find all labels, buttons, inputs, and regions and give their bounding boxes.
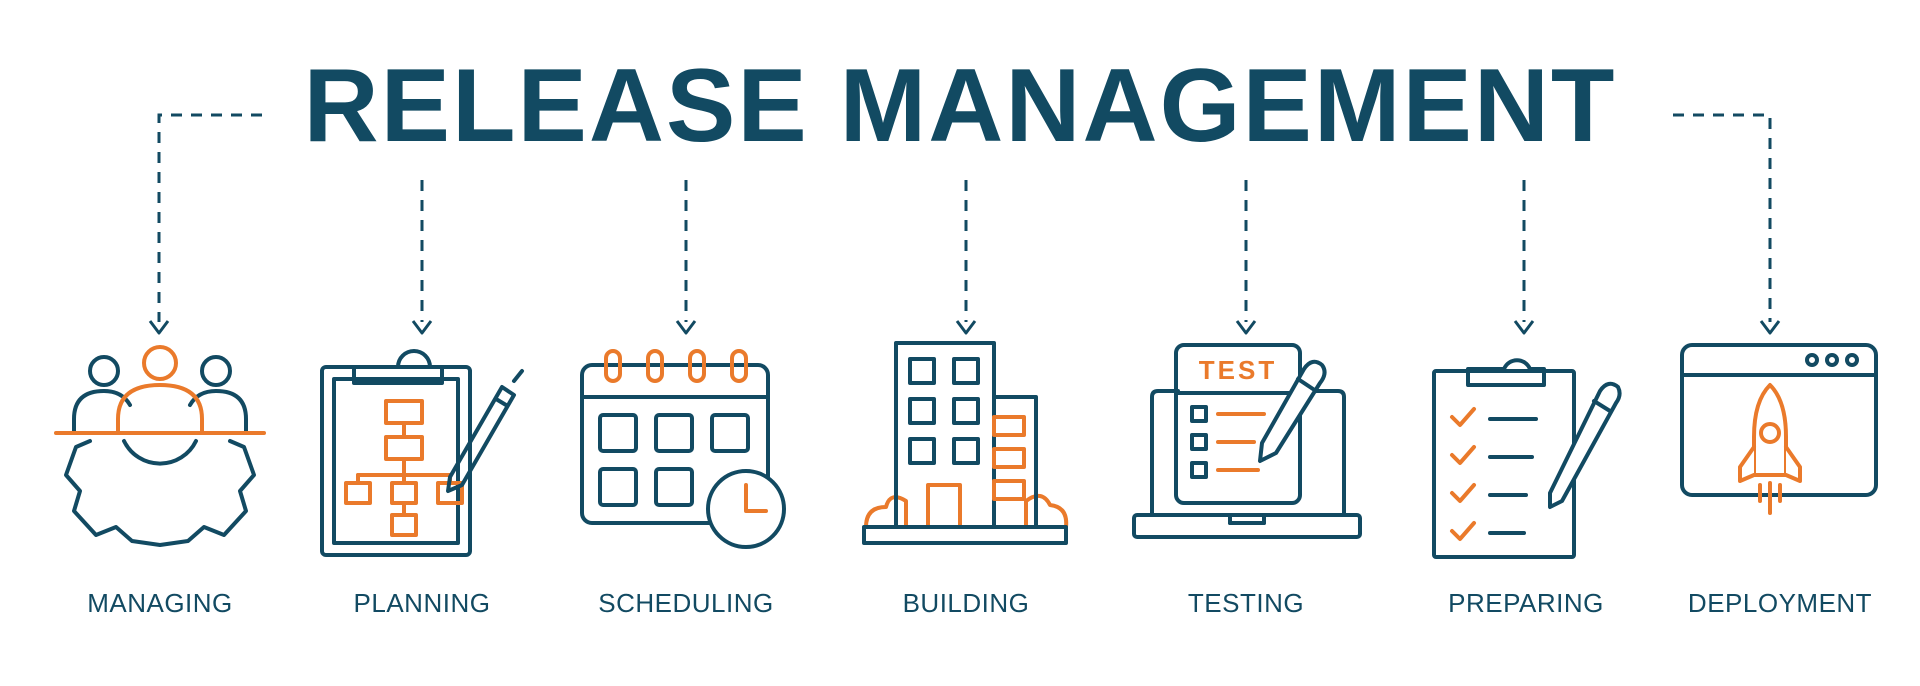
- clipboard-flowchart-icon: [302, 335, 542, 575]
- test-sheet-label: TEST: [1199, 355, 1277, 385]
- arrowhead-scheduling: [675, 320, 697, 335]
- arrowhead-preparing: [1513, 320, 1535, 335]
- connector-line-managing: [157, 113, 262, 322]
- step-label-preparing: PREPARING: [1448, 588, 1604, 618]
- clipboard-checklist-icon: [1406, 335, 1646, 575]
- laptop-test-checklist-icon: TEST: [1126, 335, 1366, 575]
- calendar-clock-icon: [566, 335, 806, 575]
- step-label-testing: TESTING: [1187, 588, 1305, 618]
- page-title: RELEASE MANAGEMENT: [303, 48, 1617, 164]
- arrowhead-building: [955, 320, 977, 335]
- step-label-deployment: DEPLOYMENT: [1687, 588, 1873, 618]
- step-label-scheduling: SCHEDULING: [598, 588, 774, 618]
- team-gear-icon: [40, 335, 280, 575]
- step-label-building: BUILDING: [902, 588, 1030, 618]
- step-label-managing: MANAGING: [87, 588, 233, 618]
- step-label-planning: PLANNING: [353, 588, 491, 618]
- arrowhead-deployment: [1759, 320, 1781, 335]
- browser-rocket-icon: [1660, 335, 1900, 575]
- arrowhead-planning: [411, 320, 433, 335]
- arrowhead-managing: [148, 320, 170, 335]
- office-buildings-icon: [846, 335, 1086, 575]
- arrowhead-testing: [1235, 320, 1257, 335]
